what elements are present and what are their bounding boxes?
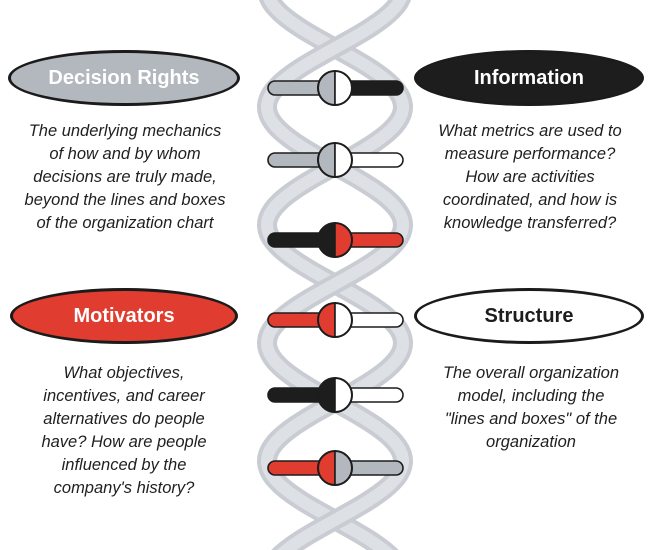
helix-rung [267,377,404,413]
description-line: measure performance? [444,145,616,163]
description-line: How are activities [465,168,595,186]
helix-rung [267,302,404,338]
helix-rung [267,70,404,106]
description-line: alternatives do people [43,410,205,428]
description-line: of how and by whom [49,145,201,163]
description-line: have? How are people [41,433,207,451]
description-line: decisions are truly made, [33,168,217,186]
description-line: organization [486,433,576,451]
decision-rights-description: The underlying mechanics of how and by w… [2,120,248,235]
description-line: influenced by the [61,456,187,474]
description-line: of the organization chart [36,214,214,232]
information-oval: Information [414,50,644,106]
description-line: "lines and boxes" of the [444,410,618,428]
structure-title: Structure [484,304,574,327]
description-line: company's history? [53,479,195,497]
helix-rungs [267,70,404,486]
structure-description: The overall organization model, includin… [416,362,646,454]
motivators-description: What objectives, incentives, and career … [4,362,244,500]
description-line: knowledge transferred? [443,214,617,232]
helix-rung [267,222,404,258]
description-line: coordinated, and how is [442,191,618,209]
helix-rung [267,450,404,486]
description-line: The overall organization [442,364,620,382]
decision-rights-title: Decision Rights [48,66,200,89]
structure-oval: Structure [414,288,644,344]
description-line: What metrics are used to [438,122,622,140]
helix-rung [267,142,404,178]
description-line: The underlying mechanics [28,122,222,140]
motivators-oval: Motivators [10,288,238,344]
description-line: incentives, and career [43,387,205,405]
information-description: What metrics are used to measure perform… [412,120,648,235]
motivators-title: Motivators [73,304,175,327]
description-line: What objectives, [63,364,185,382]
description-line: beyond the lines and boxes [24,191,226,209]
information-title: Information [474,66,584,89]
description-line: model, including the [457,387,605,405]
decision-rights-oval: Decision Rights [8,50,240,106]
